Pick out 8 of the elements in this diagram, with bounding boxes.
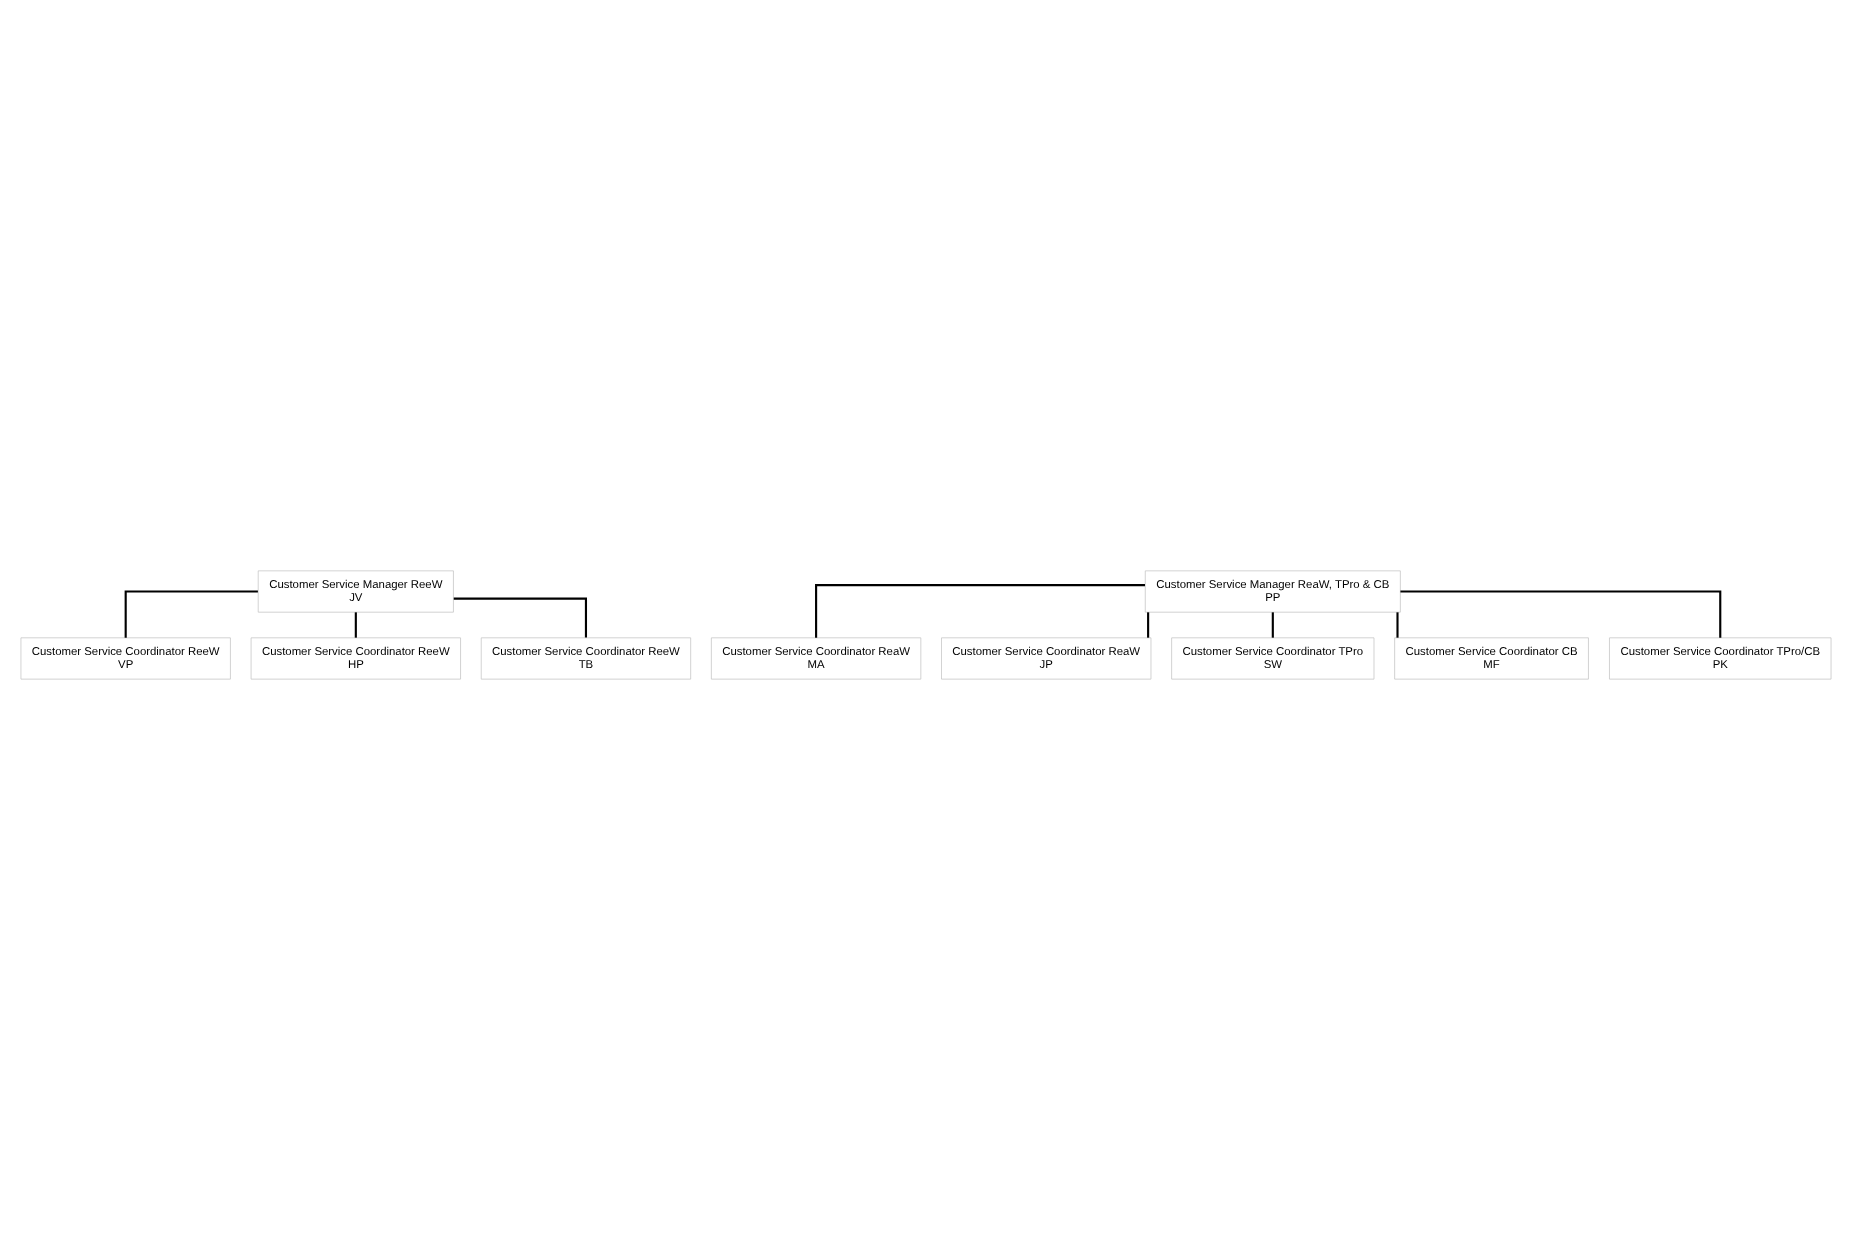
connector <box>453 597 588 638</box>
connector <box>1147 612 1150 638</box>
connector <box>354 612 357 638</box>
connector <box>1400 590 1722 638</box>
connector <box>1396 612 1399 638</box>
connector <box>1271 612 1274 638</box>
connector <box>124 590 258 638</box>
connector <box>815 584 1145 638</box>
